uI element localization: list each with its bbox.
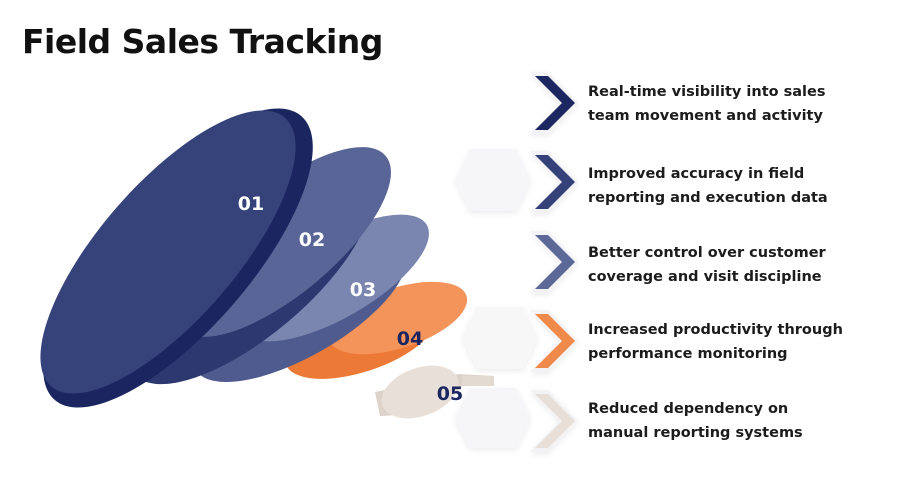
- benefit-5-line-1: Reduced dependency on: [588, 401, 789, 417]
- hexagon-bg-4: [462, 307, 538, 369]
- chevron-icon-4: [530, 310, 578, 372]
- disc-4: [285, 281, 468, 379]
- step-number-2: 02: [299, 229, 325, 251]
- disc-1: [40, 108, 313, 408]
- benefit-2-line-1: Improved accuracy in field: [588, 166, 805, 182]
- benefit-4: Increased productivity through performan…: [588, 318, 888, 366]
- benefit-2: Improved accuracy in field reporting and…: [588, 162, 888, 210]
- disc-5: [375, 365, 494, 419]
- chevron-icon-3: [530, 231, 578, 293]
- step-number-4: 04: [397, 328, 423, 350]
- benefit-5-line-2: manual reporting systems: [588, 425, 803, 441]
- step-number-1: 01: [238, 193, 264, 215]
- benefit-3-line-1: Better control over customer: [588, 245, 826, 261]
- page-title: Field Sales Tracking: [22, 22, 383, 61]
- benefit-3: Better control over customer coverage an…: [588, 241, 888, 289]
- chevron-icon-1: [530, 72, 578, 134]
- benefit-1: Real-time visibility into sales team mov…: [588, 80, 888, 128]
- step-number-3: 03: [350, 279, 376, 301]
- step-number-5: 05: [437, 383, 463, 405]
- hexagon-bg-5: [455, 388, 531, 448]
- benefit-3-line-2: coverage and visit discipline: [588, 269, 822, 285]
- benefit-4-line-1: Increased productivity through: [588, 322, 843, 338]
- chevron-icon-5: [530, 390, 578, 452]
- benefit-5: Reduced dependency on manual reporting s…: [588, 397, 888, 445]
- benefit-1-line-2: team movement and activity: [588, 108, 823, 124]
- benefit-4-line-2: performance monitoring: [588, 346, 788, 362]
- hexagon-bg-2: [455, 149, 531, 211]
- benefit-2-line-2: reporting and execution data: [588, 190, 828, 206]
- chevron-icon-2: [530, 151, 578, 213]
- benefit-1-line-1: Real-time visibility into sales: [588, 84, 826, 100]
